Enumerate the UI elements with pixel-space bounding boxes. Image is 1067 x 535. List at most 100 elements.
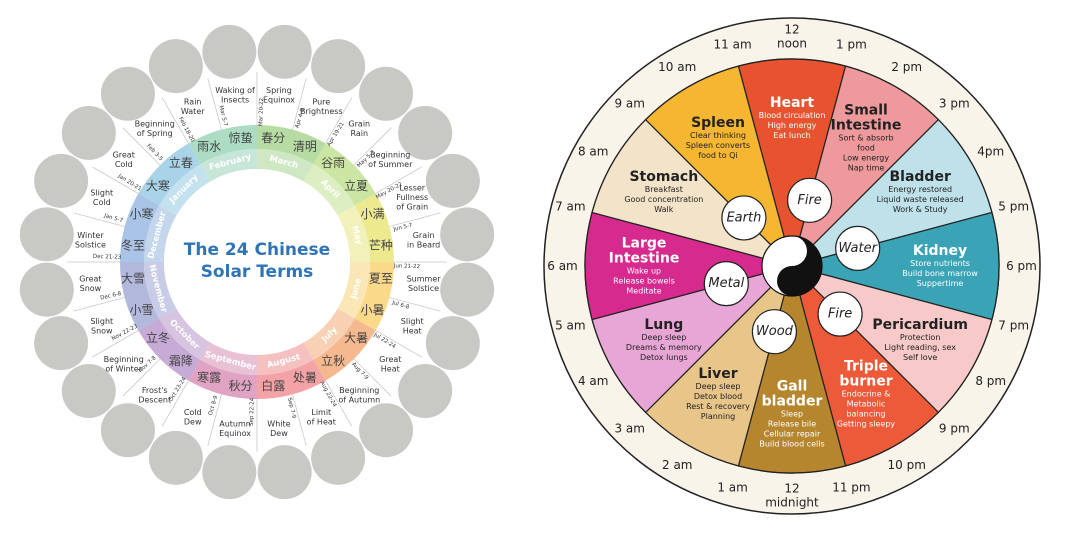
cjk-ring-segment [188, 359, 257, 399]
term-cjk: 秋分 [229, 379, 253, 393]
organ-name: Pericardium [872, 317, 967, 333]
term-divider [122, 127, 161, 166]
element-circle [703, 260, 749, 307]
hour-label: 4 am [578, 374, 609, 388]
term-divider [122, 358, 161, 397]
term-name: Summer [407, 275, 442, 284]
element-label: Earth [726, 210, 761, 225]
term-name: of Spring [137, 129, 173, 138]
month-band [200, 149, 257, 182]
hour-label: 6 am [547, 259, 578, 273]
term-cjk: 立秋 [321, 353, 345, 368]
term-name: Descent [138, 396, 171, 405]
term-date: Dec 21-23 [93, 254, 122, 261]
organ-desc: Build blood cells [759, 440, 824, 449]
term-name: Great [379, 355, 401, 364]
term-name: Slight [401, 317, 424, 326]
term-circle [100, 66, 155, 121]
organ-desc: Suppertime [917, 279, 964, 288]
month-band [303, 308, 355, 360]
hour-label: 11 am [714, 37, 752, 51]
term-name: Heat [381, 365, 400, 374]
hour-label: 1 am [717, 481, 748, 495]
organ-desc: Sort & absorb [838, 133, 893, 142]
cjk-ring-segment [138, 143, 201, 206]
cjk-ring-segment [188, 125, 257, 165]
term-divider [353, 358, 392, 397]
term-name: of Grain [396, 203, 428, 212]
organ-name: Intestine [831, 117, 902, 133]
organ-name: Intestine [609, 251, 680, 267]
term-date: Jul 6-8 [390, 300, 410, 311]
term-cjk: 夏至 [369, 271, 393, 285]
term-name: in Beard [407, 240, 440, 249]
term-name: Winter [77, 231, 104, 240]
organ-desc: Release bile [768, 420, 816, 429]
organ-desc: Deep sleep [696, 382, 741, 391]
organ-desc: Build bone marrow [902, 269, 978, 278]
term-cjk: 春分 [261, 131, 285, 145]
term-name: Spring [266, 86, 292, 95]
hour-label: 2 am [662, 458, 693, 472]
term-divider [292, 394, 307, 446]
term-name: Slight [90, 188, 113, 197]
term-name: Frost's [142, 386, 168, 395]
term-divider [207, 78, 222, 130]
term-cjk: 小满 [360, 207, 384, 221]
solar-terms-wheel: MarchAprilMayJuneJulyAugustSeptemberOcto… [19, 24, 495, 500]
term-name: Beginning [339, 386, 379, 395]
organ-desc: Planning [701, 412, 735, 421]
term-name: Pure [312, 98, 330, 107]
term-cjk: 白露 [261, 378, 285, 393]
hour-label: 10 am [658, 60, 696, 74]
hour-label: 12 [784, 23, 799, 37]
month-band [337, 262, 370, 319]
term-divider [389, 212, 441, 227]
term-name: Rain [350, 129, 368, 138]
term-name: Rain [184, 98, 202, 107]
hour-label: 4pm [977, 144, 1004, 158]
term-name: of Heat [307, 417, 336, 426]
element-label: Metal [708, 276, 744, 291]
month-band [159, 164, 211, 216]
term-date: Apr 4-6 [295, 107, 307, 129]
organ-desc: Store nutrients [910, 259, 970, 268]
month-band [303, 164, 355, 216]
hour-label: 1 pm [836, 37, 867, 51]
organ-desc: Energy restored [888, 185, 952, 194]
cjk-ring-segment [313, 143, 376, 206]
solar-title-line2: Solar Terms [201, 262, 314, 282]
hour-label: 10 pm [888, 458, 926, 472]
cjk-ring-segment [120, 262, 160, 331]
term-date: Oct 8-9 [208, 395, 220, 417]
organ-desc: Endocrine & [842, 390, 891, 399]
term-name: Brightness [300, 107, 343, 116]
hour-label: 6 pm [1006, 259, 1037, 273]
term-name: Waking of [215, 86, 255, 95]
hour-label: 11 pm [832, 481, 870, 495]
term-cjk: 谷雨 [321, 156, 345, 170]
term-name: Limit [311, 408, 331, 417]
organ-desc: Wake up [627, 267, 661, 276]
cjk-ring-segment [257, 125, 326, 165]
term-cjk: 清明 [293, 140, 317, 154]
element-label: Water [838, 241, 878, 256]
organ-name: Kidney [913, 243, 967, 259]
yin-yang-icon [761, 235, 823, 297]
term-name: Dew [270, 429, 288, 438]
hour-label: midnight [765, 496, 819, 510]
organ-name: Lung [644, 317, 683, 333]
term-cjk: 小雪 [130, 303, 154, 317]
term-circle [425, 153, 480, 208]
term-circle [398, 105, 453, 160]
hour-label: 5 pm [998, 200, 1029, 214]
clock-inner-border [584, 58, 1000, 474]
term-date: Jun 21-22 [393, 263, 421, 270]
hour-label: 7 pm [998, 318, 1029, 332]
term-divider [207, 394, 222, 446]
organ-desc: Dreams & memory [626, 343, 702, 352]
term-circle [398, 364, 453, 419]
organ-name: Liver [698, 366, 737, 382]
